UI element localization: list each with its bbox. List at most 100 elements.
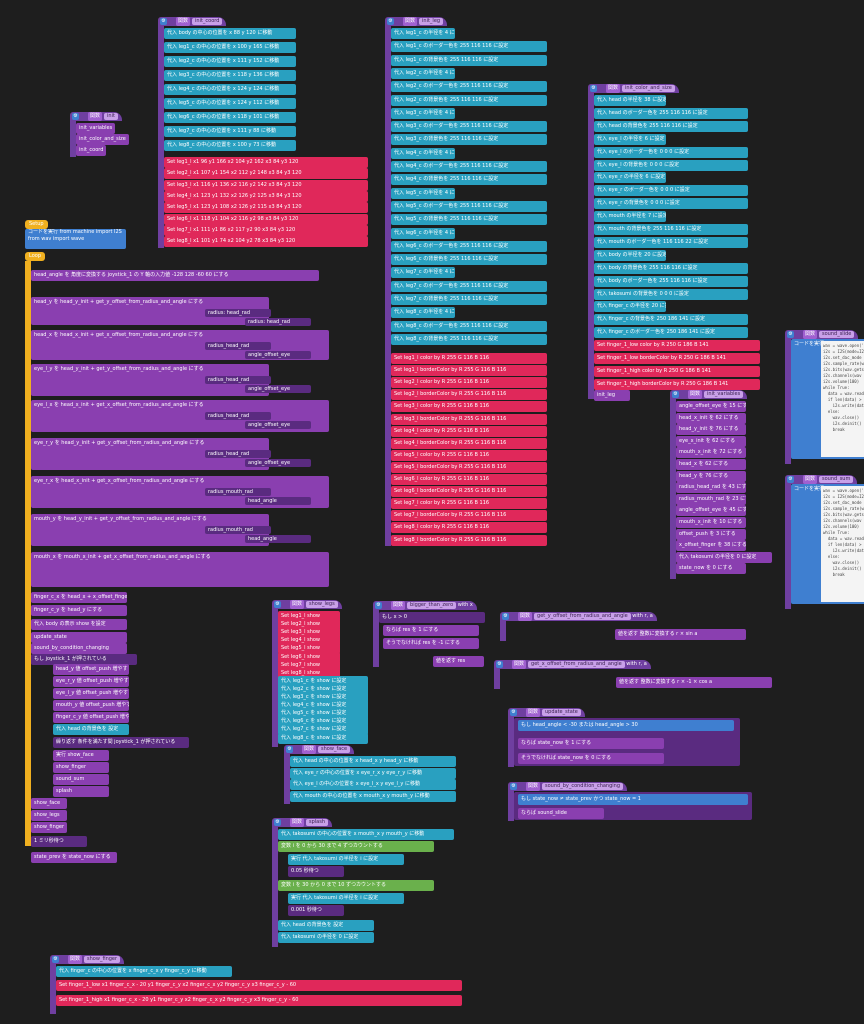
move-center-row[interactable]: 代入 leg3_c の中心の位置を x 118 y 136 に移動 bbox=[164, 70, 296, 81]
gear-icon[interactable]: ⚙ bbox=[387, 18, 394, 25]
loop-statement[interactable]: show_face bbox=[31, 798, 67, 809]
loop-arg[interactable]: angle_offset_eye bbox=[245, 351, 311, 359]
loop-statement[interactable]: 代入 body の表示 show を設定 bbox=[31, 619, 127, 630]
face-style-row[interactable]: 代入 eye_l の半径を 6 に設定 bbox=[594, 133, 666, 145]
leg-style-row[interactable]: 代入 leg5_c の半径を 4 に設定 bbox=[391, 187, 455, 199]
set-finger-1-high[interactable]: Set finger_1_high x1 finger_c_x - 20 y1 … bbox=[56, 995, 462, 1006]
face-style-row[interactable]: 代入 eye_r の背景色を 0 0 0 に設定 bbox=[594, 198, 748, 210]
set-leg-line-row[interactable]: Set leg3_l x1 116 y1 136 x2 116 y2 142 x… bbox=[164, 179, 368, 191]
set-leg-color-row[interactable]: Set leg8_l borderColor by R 255 G 116 B … bbox=[391, 534, 547, 546]
set-leg-line-row[interactable]: Set leg6_l x1 118 y1 104 x2 116 y2 98 x3… bbox=[164, 213, 368, 225]
show-leg-row[interactable]: Set leg6_l show bbox=[278, 651, 340, 663]
face-style-row[interactable]: 代入 body のボーダー色を 255 116 116 に設定 bbox=[594, 275, 748, 287]
splash-statement[interactable]: 変数 i を 0 から 30 まで 4 ずつカウントする bbox=[278, 841, 434, 852]
leg-style-row[interactable]: 代入 leg4_c のボーダー色を 255 116 116 に設定 bbox=[391, 161, 547, 172]
loop-statement[interactable]: splash bbox=[53, 786, 109, 797]
face-style-row[interactable]: 代入 eye_r のボーダー色を 0 0 0 に設定 bbox=[594, 185, 748, 197]
loop-statement[interactable]: show_finger bbox=[53, 762, 109, 773]
move-center-row[interactable]: 代入 leg7_c の中心の位置を x 111 y 88 に移動 bbox=[164, 126, 296, 137]
bigger-statement[interactable]: 値を返す res bbox=[433, 656, 484, 667]
leg-style-row[interactable]: 代入 leg4_c の半径を 4 に設定 bbox=[391, 147, 455, 159]
loop-arg[interactable]: radius_head_rad bbox=[205, 376, 271, 384]
loop-arg[interactable]: radius_mouth_rad bbox=[205, 526, 271, 534]
leg-style-row[interactable]: 代入 leg3_c の半径を 4 に設定 bbox=[391, 107, 455, 119]
leg-style-row[interactable]: 代入 leg8_c の半径を 4 に設定 bbox=[391, 307, 455, 319]
set-leg-color-row[interactable]: Set leg2_l color by R 255 G 116 B 116 bbox=[391, 377, 547, 389]
loop-arg[interactable]: head_angle bbox=[245, 497, 311, 505]
move-face-part-row[interactable]: 代入 mouth の中心の位置を x mouth_x y mouth_y に移動 bbox=[290, 790, 456, 802]
leg-style-row[interactable]: 代入 leg1_c のボーダー色を 255 116 116 に設定 bbox=[391, 41, 547, 53]
splash-statement[interactable]: 0.05 秒待つ bbox=[288, 866, 344, 877]
leg-style-row[interactable]: 代入 leg3_c のボーダー色を 255 116 116 に設定 bbox=[391, 121, 547, 133]
leg-style-row[interactable]: 代入 leg7_c の背景色を 255 116 116 に設定 bbox=[391, 294, 547, 305]
set-leg-color-row[interactable]: Set leg2_l borderColor by R 255 G 116 B … bbox=[391, 389, 547, 401]
return-x-offset[interactable]: 値を返す 整数に変換する r × -1 × cos a bbox=[616, 677, 772, 688]
if-condition[interactable]: もし state_now ≠ state_prev かつ state_now =… bbox=[518, 794, 748, 805]
loop-statement[interactable]: finger_c_y を head_y にする bbox=[31, 605, 127, 616]
loop-statement[interactable]: 実行 show_face bbox=[53, 750, 109, 761]
set-leg-color-row[interactable]: Set leg8_l color by R 255 G 116 B 116 bbox=[391, 522, 547, 534]
face-style-row[interactable]: 代入 body の半径を 20 に設定 bbox=[594, 249, 666, 261]
leg-style-row[interactable]: 代入 leg5_c の背景色を 255 116 116 に設定 bbox=[391, 214, 547, 226]
set-variable-row[interactable]: mouth_x_init を 72 にする bbox=[676, 447, 746, 459]
loop-statement[interactable]: show_legs bbox=[31, 810, 67, 821]
leg-style-row[interactable]: 代入 leg7_c のボーダー色を 255 116 116 に設定 bbox=[391, 280, 547, 292]
set-variable-row[interactable]: head_y_init を 76 にする bbox=[676, 424, 746, 436]
move-face-part-row[interactable]: 代入 head の中心の位置を x head_x y head_y に移動 bbox=[290, 756, 456, 767]
leg-style-row[interactable]: 代入 leg6_c の半径を 4 に設定 bbox=[391, 227, 455, 239]
gear-icon[interactable]: ⚙ bbox=[787, 331, 794, 338]
loop-arg[interactable]: radius: head_rad bbox=[205, 309, 271, 317]
bigger-statement[interactable]: そうでなければ res を -1 にする bbox=[383, 638, 479, 649]
leg-style-row[interactable]: 代入 leg8_c のボーダー色を 255 116 116 に設定 bbox=[391, 320, 547, 332]
setup-block[interactable]: Setup コードを実行 from machine import I2S fro… bbox=[25, 220, 126, 250]
loop-statement[interactable]: head_y 値 offset_push 増やす bbox=[53, 664, 129, 675]
set-variable-row[interactable]: radius_head_rad を 43 にする bbox=[676, 482, 746, 494]
loop-assignment[interactable]: mouth_y を head_y_init + get_y_offset_fro… bbox=[31, 514, 269, 546]
show-leg-row[interactable]: 代入 leg3_c を show に設定 bbox=[278, 692, 368, 703]
loop-statement[interactable]: 1 ミリ秒待つ bbox=[31, 836, 87, 847]
leg-style-row[interactable]: 代入 leg7_c の半径を 4 に設定 bbox=[391, 267, 455, 279]
move-center-row[interactable]: 代入 leg2_c の中心の位置を x 111 y 152 に移動 bbox=[164, 56, 296, 67]
show-leg-row[interactable]: Set leg2_l show bbox=[278, 619, 340, 631]
call-init-leg[interactable]: init_leg bbox=[594, 390, 630, 401]
face-style-row[interactable]: 代入 eye_l の背景色を 0 0 0 に設定 bbox=[594, 159, 748, 171]
set-leg-color-row[interactable]: Set leg1_l color by R 255 G 116 B 116 bbox=[391, 353, 547, 364]
loop-statement[interactable]: show_finger bbox=[31, 822, 67, 833]
set-variable-row[interactable]: radius_mouth_rad を 23 にする bbox=[676, 493, 746, 505]
set-leg-color-row[interactable]: Set leg6_l color by R 255 G 116 B 116 bbox=[391, 474, 547, 485]
face-style-row[interactable]: 代入 mouth のボーダー色を 116 116 22 に設定 bbox=[594, 236, 748, 248]
face-style-row[interactable]: 代入 head の半径を 38 に設定 bbox=[594, 95, 666, 106]
set-leg-color-row[interactable]: Set leg4_l borderColor by R 255 G 116 B … bbox=[391, 437, 547, 449]
leg-style-row[interactable]: 代入 leg6_c のボーダー色を 255 116 116 に設定 bbox=[391, 240, 547, 252]
return-y-offset[interactable]: 値を返す 整数に変換する r × sin a bbox=[615, 629, 746, 640]
loop-arg[interactable]: radius_mouth_rad bbox=[205, 488, 271, 496]
leg-style-row[interactable]: 代入 leg2_c の半径を 4 に設定 bbox=[391, 67, 455, 79]
show-leg-row[interactable]: 代入 leg2_c を show に設定 bbox=[278, 683, 368, 695]
leg-style-row[interactable]: 代入 leg5_c のボーダー色を 255 116 116 に設定 bbox=[391, 200, 547, 212]
face-style-row[interactable]: 代入 eye_l のボーダー色を 0 0 0 に設定 bbox=[594, 146, 748, 158]
set-finger-color-row[interactable]: Set finger_1_high color by R 250 G 186 B… bbox=[594, 366, 760, 377]
move-center-row[interactable]: 代入 body の中心の位置を x 88 y 120 に移動 bbox=[164, 28, 296, 39]
gear-icon[interactable]: ⚙ bbox=[52, 956, 59, 963]
set-variable-row[interactable]: head_y を 76 にする bbox=[676, 470, 746, 482]
set-leg-line-row[interactable]: Set leg1_l x1 96 y1 166 x2 104 y2 162 x3… bbox=[164, 157, 368, 168]
gear-icon[interactable]: ⚙ bbox=[496, 661, 503, 668]
set-variable-row[interactable]: eye_x_init を 62 にする bbox=[676, 435, 746, 447]
gear-icon[interactable]: ⚙ bbox=[510, 783, 517, 790]
show-leg-row[interactable]: 代入 leg5_c を show に設定 bbox=[278, 708, 368, 720]
leg-style-row[interactable]: 代入 leg2_c の背景色を 255 116 116 に設定 bbox=[391, 94, 547, 106]
set-variable-row[interactable]: state_now を 0 にする bbox=[676, 563, 746, 575]
loop-hat[interactable]: Loop bbox=[25, 252, 45, 261]
